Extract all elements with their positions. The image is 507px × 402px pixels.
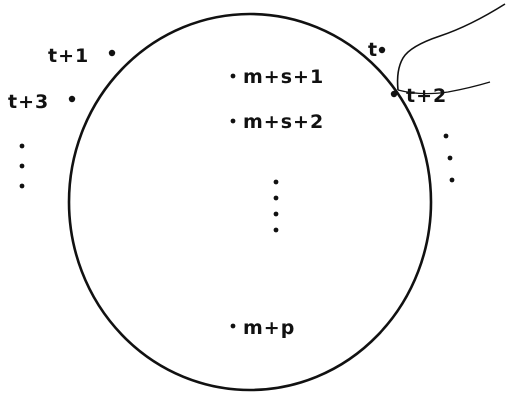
left-ellipsis-dot	[19, 163, 25, 169]
node-t-plus-2	[390, 90, 398, 98]
label-m-p: m+p	[243, 317, 295, 339]
label-t: t	[368, 39, 378, 61]
bullet-m-s-2	[230, 118, 236, 124]
node-t-plus-1	[108, 49, 116, 57]
right-ellipsis-dot	[443, 133, 449, 139]
label-t-plus-2: t+2	[406, 85, 447, 107]
pointer-tail	[397, 81, 491, 95]
label-m-s-2: m+s+2	[243, 111, 324, 133]
ring-circle	[67, 12, 433, 392]
label-t-plus-3: t+3	[8, 91, 49, 113]
bullet-m-s-1	[230, 73, 236, 79]
bullet-m-p	[230, 323, 236, 329]
left-ellipsis-dot	[19, 183, 25, 189]
right-ellipsis-dot	[447, 155, 453, 161]
label-t-plus-1: t+1	[48, 45, 89, 67]
node-t-plus-3	[68, 95, 76, 103]
interior-ellipsis-dot	[273, 211, 279, 217]
interior-ellipsis-dot	[273, 195, 279, 201]
interior-ellipsis-dot	[273, 179, 279, 185]
node-t	[378, 46, 386, 54]
label-m-s-1: m+s+1	[243, 66, 324, 88]
interior-ellipsis-dot	[273, 227, 279, 233]
left-ellipsis-dot	[19, 143, 25, 149]
pointer-line	[396, 3, 506, 91]
right-ellipsis-dot	[449, 177, 455, 183]
